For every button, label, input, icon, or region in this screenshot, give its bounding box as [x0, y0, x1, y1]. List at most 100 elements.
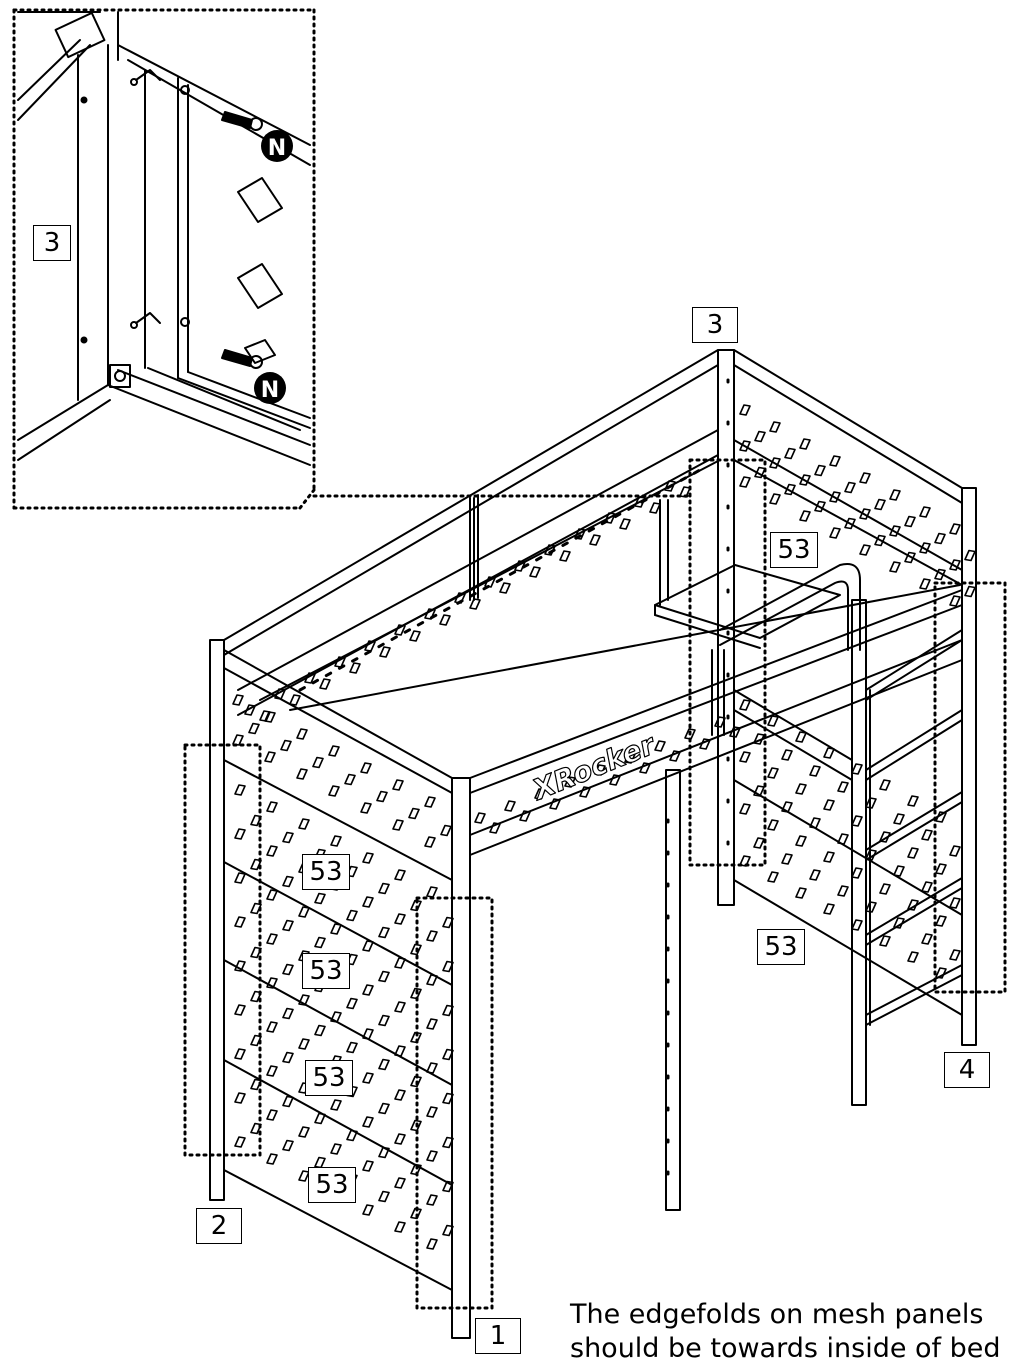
mesh-hole	[484, 576, 496, 588]
mesh-hole	[424, 796, 436, 808]
mesh-hole	[234, 1004, 246, 1016]
mesh-hole	[934, 568, 946, 581]
mesh-hole	[426, 1150, 438, 1162]
mesh-hole	[549, 798, 561, 810]
mesh-hole	[330, 1011, 342, 1023]
mesh-hole	[489, 822, 501, 834]
fastener-n-icon	[254, 372, 286, 404]
post-label-back-right: 4	[944, 1052, 990, 1088]
mesh-hole	[410, 1075, 422, 1088]
mesh-hole	[410, 987, 422, 1000]
mesh-panel-label: 53	[302, 953, 350, 989]
mesh-hole	[784, 447, 796, 460]
mesh-hole	[378, 882, 390, 895]
mesh-hole	[829, 491, 841, 503]
mesh-hole	[739, 855, 751, 867]
mesh-hole	[266, 889, 278, 901]
mesh-hole	[442, 1136, 454, 1149]
mesh-hole	[879, 779, 891, 791]
mesh-hole	[426, 974, 438, 986]
mesh-hole	[469, 598, 481, 610]
mesh-hole	[699, 738, 711, 750]
mesh-hole	[829, 527, 841, 539]
mesh-hole	[234, 784, 246, 796]
mesh-hole	[314, 1156, 326, 1169]
mesh-hole	[904, 551, 916, 564]
callout-part-label: 3	[33, 225, 71, 261]
assembly-note-line2: should be towards inside of bed	[570, 1333, 1001, 1364]
mesh-hole	[394, 624, 406, 636]
mesh-hole	[362, 896, 374, 908]
mesh-hole	[809, 765, 821, 777]
mesh-hole	[250, 990, 262, 1003]
assembly-note: The edgefolds on mesh panels should be t…	[570, 1298, 1010, 1366]
mesh-hole	[314, 1112, 326, 1125]
mesh-hole	[754, 466, 766, 479]
mesh-hole	[814, 500, 826, 513]
mesh-hole	[809, 869, 821, 881]
mesh-hole	[360, 762, 372, 774]
mesh-hole	[410, 1119, 422, 1132]
mesh-hole	[795, 835, 807, 847]
mesh-hole	[298, 1126, 310, 1138]
mesh-hole	[604, 512, 616, 524]
mesh-hole	[949, 523, 961, 535]
mesh-hole	[879, 935, 891, 947]
mesh-hole	[408, 807, 420, 820]
mesh-hole	[234, 960, 246, 972]
mesh-hole	[266, 1065, 278, 1077]
mesh-hole	[392, 779, 404, 791]
mesh-hole	[865, 797, 877, 809]
mesh-hole	[394, 1221, 406, 1233]
bed-frame	[209, 349, 977, 1339]
mesh-hole	[394, 957, 406, 969]
mesh-hole	[935, 863, 947, 875]
mesh-hole	[442, 1004, 454, 1017]
mesh-hole	[410, 1207, 422, 1220]
mesh-hole	[519, 810, 531, 822]
mesh-hole	[574, 528, 586, 540]
mesh-hole	[442, 1180, 454, 1193]
mesh-hole	[394, 869, 406, 881]
mesh-hole	[767, 871, 779, 883]
mesh-hole	[250, 1122, 262, 1135]
fastener-label: N	[268, 136, 286, 161]
mesh-hole	[851, 919, 863, 931]
mesh-hole	[378, 1190, 390, 1203]
mesh-hole	[362, 940, 374, 952]
mesh-hole	[314, 936, 326, 949]
mesh-hole	[442, 916, 454, 929]
mesh-hole	[282, 1051, 294, 1064]
mesh-hole	[250, 814, 262, 827]
fastener-n-icon	[261, 130, 293, 162]
mesh-hole	[376, 790, 388, 803]
mesh-hole	[889, 561, 901, 573]
mesh-hole	[266, 1109, 278, 1121]
mesh-hole	[266, 1021, 278, 1033]
mesh-hole	[250, 902, 262, 915]
mesh-hole	[328, 785, 340, 797]
mesh-hole	[274, 688, 286, 700]
mesh-hole	[266, 801, 278, 813]
mesh-hole	[859, 544, 871, 556]
mesh-hole	[346, 1129, 358, 1142]
mesh-hole	[769, 493, 781, 505]
mesh-hole	[907, 795, 919, 807]
mesh-hole	[440, 824, 452, 837]
mesh-hole	[949, 845, 961, 857]
mesh-hole	[250, 946, 262, 959]
mesh-hole	[392, 819, 404, 831]
mesh-hole	[609, 774, 621, 786]
mesh-hole	[935, 967, 947, 979]
mesh-hole	[312, 756, 324, 769]
mesh-hole	[314, 892, 326, 905]
mesh-hole	[442, 1092, 454, 1105]
post-label-front-left: 2	[196, 1208, 242, 1244]
mesh-hole	[410, 1163, 422, 1176]
mesh-hole	[889, 489, 901, 501]
mesh-hole	[362, 1204, 374, 1216]
mesh-hole	[739, 404, 751, 416]
mesh-hole	[964, 585, 976, 598]
mesh-hole	[949, 949, 961, 961]
mesh-hole	[823, 799, 835, 811]
